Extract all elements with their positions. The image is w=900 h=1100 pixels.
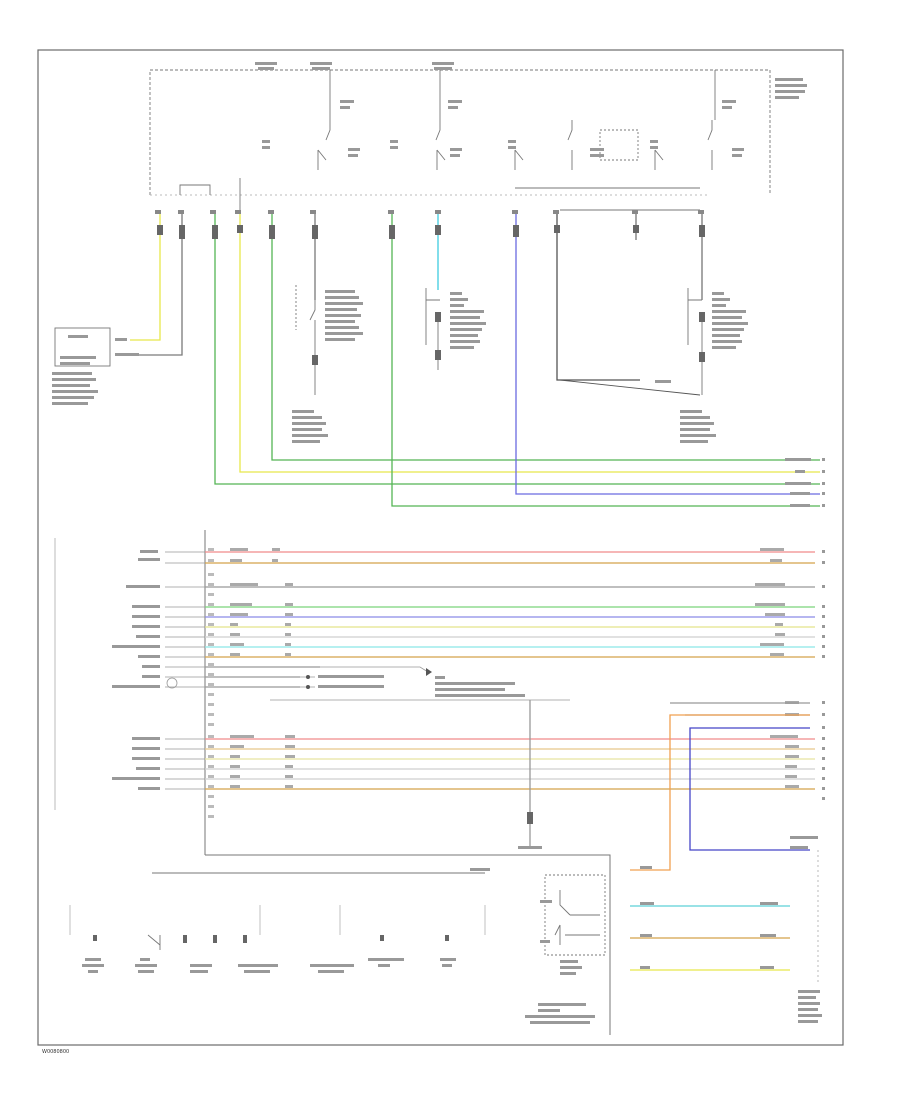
module-ground-symbol <box>166 677 178 689</box>
stalk-switch <box>544 874 606 956</box>
switch-stack-left-labels <box>292 290 363 443</box>
bottom-switch-labels <box>82 958 456 973</box>
indicator-callouts <box>270 666 570 701</box>
switch-stack-mid <box>425 288 441 370</box>
top-label-blocks <box>255 62 807 157</box>
footer-code: W0080800 <box>42 1049 69 1055</box>
module-body <box>54 530 611 1035</box>
bottom-switch-row <box>69 872 486 950</box>
bottom-switch-symbols <box>93 868 490 943</box>
stalk-switch-labels <box>518 846 595 1024</box>
vertical-wires <box>130 214 820 507</box>
wire-bus-labels <box>230 548 799 788</box>
right-pin-markers <box>640 550 825 969</box>
wire-bus <box>205 551 815 790</box>
right-routing-wires <box>527 700 810 971</box>
right-connector-labels <box>798 990 822 1023</box>
left-top-module <box>52 327 139 405</box>
module-side-labels <box>112 550 160 790</box>
switch-stack-right-labels <box>655 292 748 443</box>
top-bus-end-labels <box>785 458 825 507</box>
diagram-frame <box>37 49 844 1046</box>
switch-stack-right <box>559 288 705 396</box>
switch-stack-mid-labels <box>450 292 486 349</box>
module-pin-numbers <box>208 548 214 818</box>
module-pins <box>165 551 205 790</box>
top-switch-section <box>149 69 771 211</box>
top-connector-pins <box>155 210 704 214</box>
switch-stack-left <box>295 285 318 395</box>
wire-connector-dashes <box>157 225 705 239</box>
